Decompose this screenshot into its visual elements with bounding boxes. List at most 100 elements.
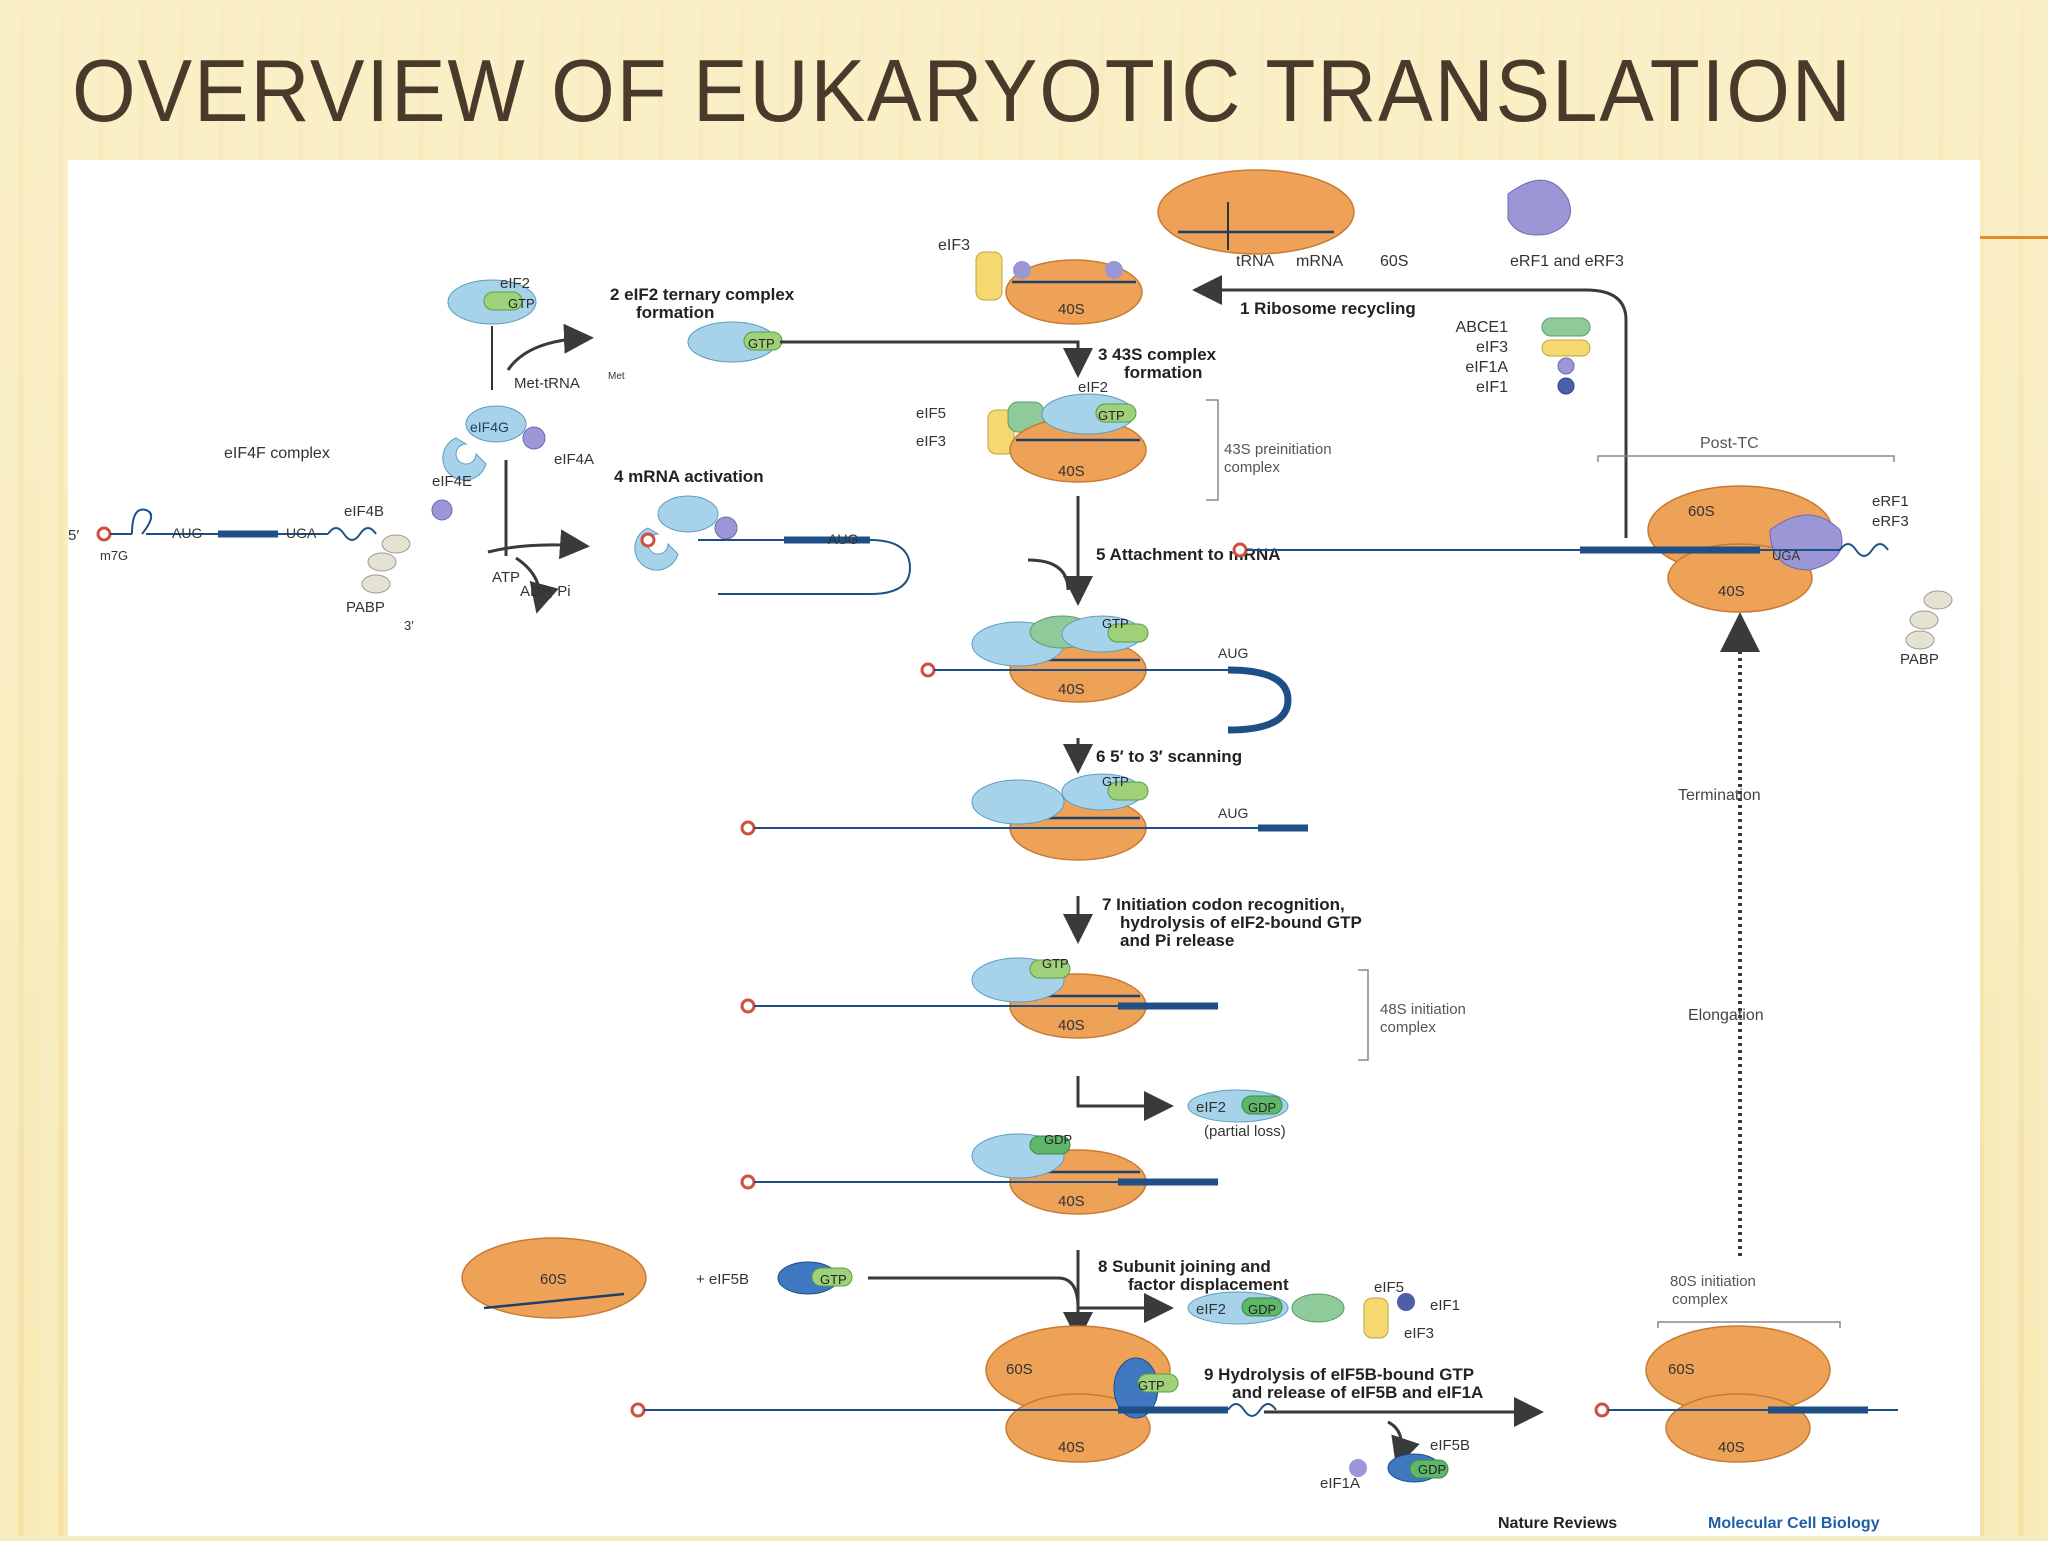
credit-section: Molecular Cell Biology	[1708, 1515, 1880, 1532]
ribosome-60s-free	[461, 1237, 647, 1319]
label-eif1-step8: eIF1	[1430, 1297, 1460, 1314]
step-7-label-a: 7 Initiation codon recognition,	[1102, 895, 1345, 914]
label-termination: Termination	[1678, 787, 1761, 804]
label-eif4e: eIF4E	[432, 473, 472, 490]
released-eif5b-eif1a	[1349, 1453, 1449, 1483]
ternary-complex	[687, 321, 783, 363]
complex-attached	[920, 615, 1292, 734]
ribosome-80s-initiation	[1594, 1325, 1898, 1463]
recycling-products	[1157, 169, 1571, 255]
label-gtp-1: GTP	[508, 296, 535, 311]
step-4-label: 4 mRNA activation	[614, 467, 764, 486]
label-eif2: eIF2	[500, 275, 530, 292]
label-gdp-complex: GDP	[1044, 1132, 1072, 1147]
ribosome-40s-free	[975, 251, 1144, 326]
label-aug-step6: AUG	[1218, 805, 1248, 821]
step-8-label-a: 8 Subunit joining and	[1098, 1257, 1271, 1276]
label-adp: ADP, Pi	[520, 583, 571, 600]
label-eif3-43s: eIF3	[916, 433, 946, 450]
eif2-gdp-released	[1187, 1089, 1289, 1123]
label-40s-step5: 40S	[1058, 681, 1085, 698]
complex-gdp	[740, 1133, 1218, 1216]
label-gtp-step5: GTP	[1102, 616, 1129, 631]
complex-48s	[740, 957, 1218, 1040]
label-eif3-top: eIF3	[938, 237, 970, 254]
label-40s-posttc: 40S	[1718, 583, 1745, 600]
label-aug-activated: AUG	[828, 531, 858, 547]
label-40s-gdp: 40S	[1058, 1193, 1085, 1210]
label-aug-free: AUG	[172, 525, 202, 541]
label-gtp-2: GTP	[748, 336, 775, 351]
eif4b-circle	[431, 499, 453, 521]
label-60s-posttc: 60S	[1688, 503, 1715, 520]
step-3-label-a: 3 43S complex	[1098, 345, 1217, 364]
label-gtp-step9: GTP	[1138, 1378, 1165, 1393]
label-met-sup: Met	[608, 371, 625, 382]
label-partial-loss: (partial loss)	[1204, 1123, 1286, 1140]
label-gtp-step6: GTP	[1102, 774, 1129, 789]
label-eif5: eIF5	[916, 405, 946, 422]
label-43s-pic-a: 43S preinitiation	[1224, 441, 1332, 458]
step-3-label-b: formation	[1124, 363, 1202, 382]
eif2-gtp	[447, 279, 537, 325]
step-6-label: 6 5′ to 3′ scanning	[1096, 747, 1242, 766]
step-8-label-b: factor displacement	[1128, 1275, 1289, 1294]
label-eif4a: eIF4A	[554, 451, 594, 468]
label-post-tc: Post-TC	[1700, 435, 1759, 452]
mrna-free	[96, 508, 377, 542]
label-uga-posttc: UGA	[1772, 548, 1801, 563]
label-eif3-step8: eIF3	[1404, 1325, 1434, 1342]
step-7-label-c: and Pi release	[1120, 931, 1234, 950]
label-eif5-step8: eIF5	[1374, 1279, 1404, 1296]
label-40s-43s: 40S	[1058, 463, 1085, 480]
label-met-trna: Met-tRNA	[514, 375, 580, 392]
legend-eif3: eIF3	[1476, 339, 1508, 356]
label-uga-free: UGA	[286, 525, 317, 541]
complex-scanning	[740, 773, 1308, 862]
pabp-posttc	[1905, 590, 1953, 650]
label-60s: 60S	[1380, 253, 1408, 270]
label-m7g: m7G	[100, 548, 128, 563]
accent-line	[1980, 236, 2048, 239]
post-termination-complex	[1232, 485, 1889, 613]
label-eif2-step8: eIF2	[1196, 1301, 1226, 1318]
label-gdp-released: GDP	[1248, 1100, 1276, 1115]
label-gtp-eif5b: GTP	[820, 1272, 847, 1287]
label-48s-b: complex	[1380, 1019, 1436, 1036]
step-9-label-a: 9 Hydrolysis of eIF5B-bound GTP	[1204, 1365, 1474, 1384]
label-eif2-43s: eIF2	[1078, 379, 1108, 396]
label-aug-step5: AUG	[1218, 645, 1248, 661]
label-eif5b: eIF5B	[1430, 1437, 1470, 1454]
label-eif2-released: eIF2	[1196, 1099, 1226, 1116]
label-eif4b: eIF4B	[344, 503, 384, 520]
label-43s-pic-b: complex	[1224, 459, 1280, 476]
label-gdp-step8: GDP	[1248, 1302, 1276, 1317]
label-eif1a-released: eIF1A	[1320, 1475, 1360, 1492]
label-pabp-free: PABP	[346, 599, 385, 616]
label-erf3: eRF3	[1872, 513, 1909, 530]
legend-eif1: eIF1	[1476, 379, 1508, 396]
released-factors	[1187, 1291, 1415, 1339]
label-erf: eRF1 and eRF3	[1510, 253, 1624, 270]
label-40s-48s: 40S	[1058, 1017, 1085, 1034]
label-trna: tRNA	[1236, 253, 1275, 270]
label-gtp-43s: GTP	[1098, 408, 1125, 423]
activated-mrna	[634, 495, 912, 595]
diagram-canvas: tRNA mRNA 60S eRF1 and eRF3 1 Ribosome r…	[68, 169, 1953, 1532]
label-60s-free: 60S	[540, 1271, 567, 1288]
label-40s-80s: 40S	[1718, 1439, 1745, 1456]
label-5prime: 5′	[68, 527, 79, 544]
step-7-label-b: hydrolysis of eIF2-bound GTP	[1120, 913, 1362, 932]
label-48s-a: 48S initiation	[1380, 1001, 1466, 1018]
complex-43s	[987, 393, 1148, 484]
label-80s-a: 80S initiation	[1670, 1273, 1756, 1290]
label-elongation: Elongation	[1688, 1007, 1764, 1024]
eif5b-gtp	[777, 1261, 853, 1295]
slide-title: OVERVIEW OF EUKARYOTIC TRANSLATION	[72, 41, 1853, 140]
label-40s-top: 40S	[1058, 301, 1085, 318]
label-eif4g: eIF4G	[470, 419, 509, 435]
step-1-label: 1 Ribosome recycling	[1240, 299, 1416, 318]
label-mrna: mRNA	[1296, 253, 1343, 270]
label-80s-b: complex	[1672, 1291, 1728, 1308]
legend-eif1a: eIF1A	[1465, 359, 1508, 376]
